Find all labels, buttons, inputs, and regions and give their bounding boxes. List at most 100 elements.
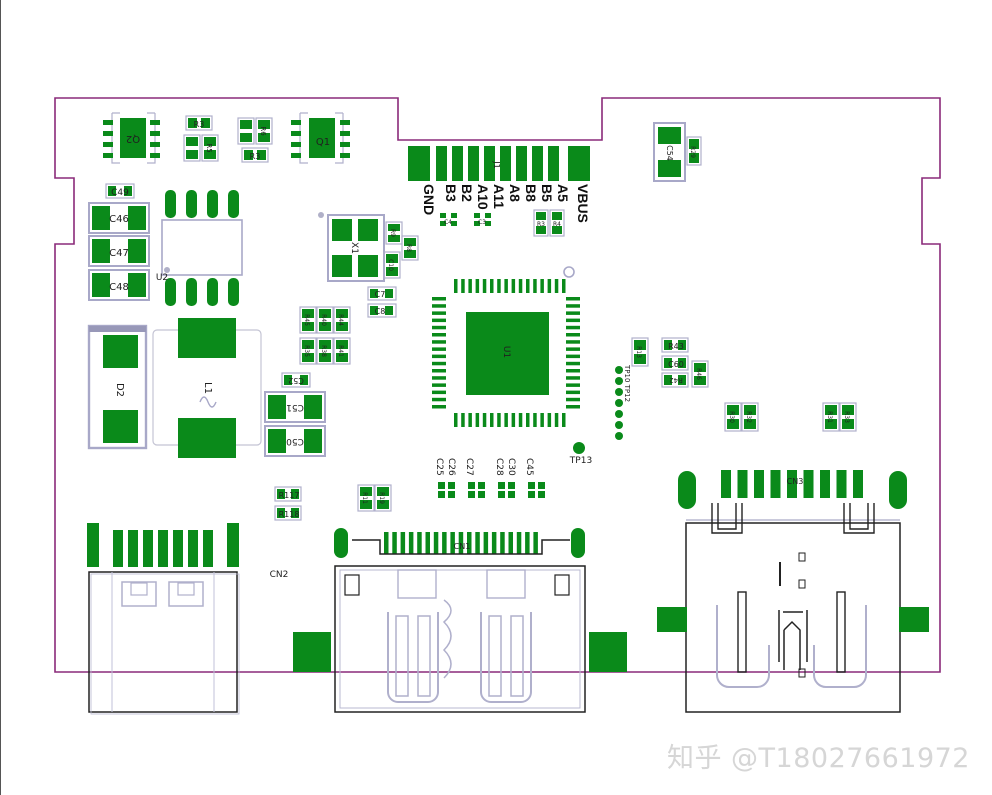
hdmi-pin: [425, 532, 430, 554]
qfp-pin: [497, 413, 501, 427]
qfp-pin: [432, 333, 446, 337]
qfp-pin: [533, 279, 537, 293]
cn1-connector: CN1: [293, 528, 627, 713]
qfp-pin: [432, 311, 446, 315]
resistor-cluster-top: R3 R5 R6 R3: [183, 115, 273, 163]
tp13-testpoint: TP13: [569, 442, 592, 466]
qfp-pin: [432, 390, 446, 395]
usb-pin-a11: A11: [491, 184, 507, 209]
cap-pad: [468, 482, 475, 489]
qfp-pin: [566, 325, 580, 330]
caps-row-c25-c45: C25 C26 C27 C28 C30 C45: [434, 458, 545, 498]
cn3-connector: CN3: [657, 470, 929, 713]
r3y-label: R3: [250, 152, 261, 161]
c60-label: C60: [668, 360, 684, 369]
r45-label: R45: [303, 314, 310, 326]
c7-label: C7: [375, 290, 386, 299]
hdmi-pin: [433, 532, 439, 554]
caps-center-left: C52 C51 C50: [264, 372, 326, 457]
q1-label: Q1: [316, 137, 330, 148]
qfp-pin: [432, 405, 446, 409]
qfp-pin: [554, 413, 559, 427]
small-label-r3: R3: [537, 221, 545, 228]
qfp-pin: [547, 413, 552, 427]
cap-pad: [478, 482, 485, 489]
qfp-pin: [490, 413, 494, 427]
qfp-pin: [562, 413, 566, 427]
qfp-pin: [540, 413, 544, 427]
usb-pin-gnd: GND: [421, 184, 437, 215]
cn3-pin: [820, 470, 830, 498]
cap-pad: [448, 482, 455, 489]
caps-left-column: C49 C46 C47 C48: [88, 183, 150, 301]
qfp-pin: [566, 405, 580, 409]
hdmi-pin: [384, 532, 389, 554]
qfp-pin: [432, 325, 446, 330]
l1-label: L1: [202, 382, 213, 394]
cap-pad: [438, 482, 445, 489]
hdmi-pin: [508, 532, 513, 554]
qfp-pin: [432, 354, 446, 359]
qfp-pin: [562, 279, 566, 293]
qfp-pin: [432, 361, 446, 366]
small-label-c4: C4: [444, 219, 452, 226]
qfp-pin: [504, 279, 508, 293]
q2-label: Q2: [126, 133, 140, 144]
r11-label: R11: [361, 492, 368, 504]
hdmi-pin: [442, 532, 447, 554]
c52-label: C52: [288, 376, 304, 385]
r43-label: R43: [668, 342, 684, 351]
cn1-label: CN1: [454, 542, 471, 551]
usb-pin-b8: B8: [523, 184, 539, 202]
cap-pad: [538, 491, 545, 498]
qfp-pin: [432, 369, 446, 373]
qfp-pin: [432, 297, 446, 301]
c48-label: C48: [109, 282, 129, 293]
r41-label: R41: [337, 345, 344, 357]
hdmi-pin: [483, 532, 489, 554]
cn3-pin: [770, 470, 781, 498]
r32-label: R32: [745, 411, 752, 423]
hdmi-pin: [491, 532, 497, 554]
r19-label: R19: [378, 492, 385, 504]
r33-label: R33: [843, 411, 850, 423]
usb-connector-j1: J1 GND B3 B2 A10 A11 A8 B8 B5 A5 VBUS: [408, 146, 591, 223]
r6x-label: R6: [259, 126, 267, 136]
hdmi-pin: [417, 532, 422, 554]
c25-label: C25: [434, 458, 444, 476]
board-outline: [54, 97, 941, 673]
cap-pad: [528, 482, 535, 489]
c10-label: C10: [387, 259, 394, 271]
qfp-pin: [566, 311, 580, 315]
cn2-connector: CN2: [87, 523, 288, 715]
watermark: 知乎 @T18027661972: [666, 743, 970, 774]
c45-label: C45: [524, 458, 534, 476]
hdmi-pin: [516, 532, 522, 554]
r35-label: R35: [303, 345, 310, 357]
cap-pad: [498, 491, 505, 498]
c47-label: C47: [109, 248, 129, 259]
c28-label: C28: [494, 458, 504, 476]
q1-component: Q1: [291, 112, 350, 164]
c49-label: C49: [111, 188, 129, 198]
j1-label: J1: [492, 160, 501, 168]
testpoint-column: TP10 TP12: [615, 364, 631, 440]
small-label-c3: C3: [478, 219, 486, 226]
left-page-rule: [0, 0, 1, 795]
hdmi-pin: [450, 532, 455, 554]
r117-label: R117: [279, 491, 300, 500]
qfp-pin: [566, 297, 580, 301]
r5x-label: R5: [205, 143, 213, 152]
usb-pin-a5: A5: [555, 184, 571, 202]
cap-pad: [468, 491, 475, 498]
r118-label: R118: [279, 510, 300, 519]
cap-pad: [508, 491, 515, 498]
d2-label: D2: [114, 383, 125, 397]
r38-label: R38: [320, 345, 327, 357]
qfp-pin: [526, 413, 530, 427]
c8-label: C8: [375, 307, 386, 316]
c27-label: C27: [464, 458, 474, 476]
qfp-pin: [566, 333, 580, 337]
qfp-pin: [482, 279, 487, 293]
